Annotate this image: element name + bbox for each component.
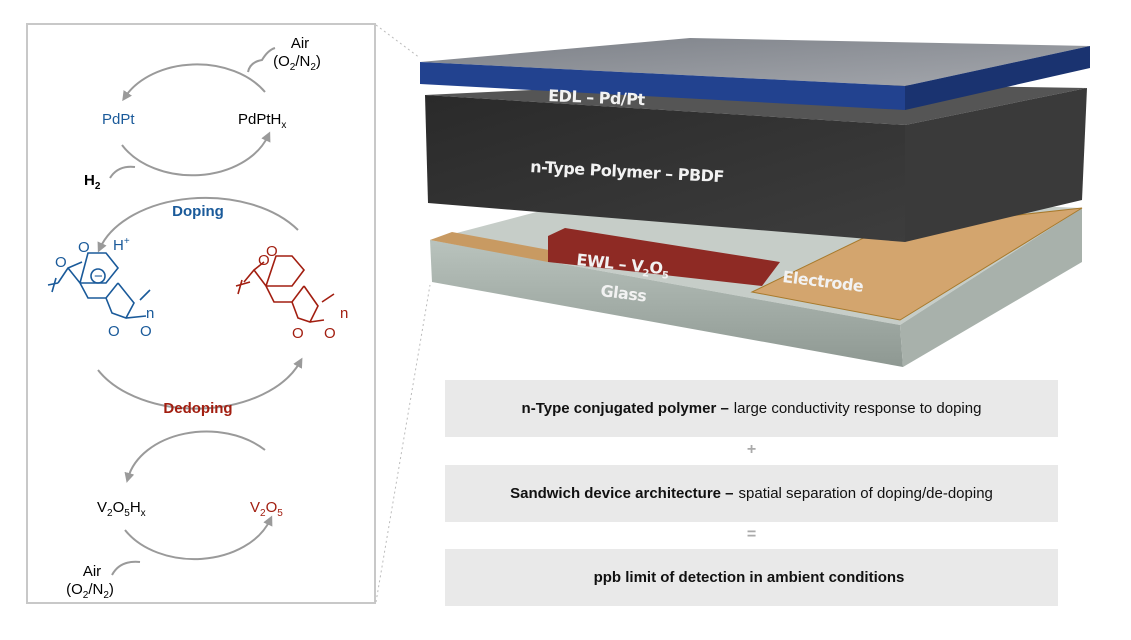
summary-box-3: ppb limit of detection in ambient condit… [445, 549, 1058, 606]
v2o5-label: V2O5 [250, 499, 283, 519]
o-atom: O [55, 254, 67, 271]
o-atom: O [266, 243, 278, 260]
device-illustration: EDL – Pd/Pt n-Type Polymer – PBDF EWL – … [420, 38, 1090, 367]
ewl-layer [548, 228, 780, 286]
o-atom: O [324, 325, 336, 342]
edl-label: EDL – Pd/Pt [548, 86, 646, 109]
polymer-front [425, 95, 905, 242]
doped-pbdf-structure [47, 252, 151, 319]
electrode-left [430, 232, 560, 262]
edl-front [420, 62, 905, 110]
air-label: Air [83, 563, 101, 580]
o-atom: O [78, 239, 90, 256]
summary-bold: Sandwich device architecture – [510, 485, 734, 502]
doping-label: Doping [172, 203, 224, 220]
summary-bold: n-Type conjugated polymer – [521, 400, 729, 417]
air-gas-label: (O2/N2) [66, 581, 114, 601]
edl-side [905, 46, 1090, 110]
dedoping-label: Dedoping [163, 400, 232, 417]
glass-front [430, 240, 903, 367]
h-plus-label: H+ [113, 236, 130, 254]
summary-text: large conductivity response to doping [733, 400, 982, 417]
glass-side [900, 208, 1082, 367]
o-atom: O [108, 323, 120, 340]
pdpt-label: PdPt [102, 111, 135, 128]
neutral-pbdf-structure [235, 255, 335, 323]
polymer-side [905, 88, 1087, 242]
plus-operator: + [746, 441, 757, 458]
air-label: Air [291, 35, 309, 52]
repeat-n: n [146, 305, 154, 322]
equals-operator: = [746, 526, 757, 543]
summary-text: spatial separation of doping/de-doping [738, 485, 993, 502]
h2-label: H2 [84, 172, 101, 192]
v2o5hx-label: V2O5Hx [97, 499, 146, 519]
repeat-n: n [340, 305, 348, 322]
zoom-guide-line [375, 284, 431, 603]
o-atom: O [258, 252, 270, 269]
electrode-right [750, 207, 1083, 321]
air-gas-label: (O2/N2) [273, 53, 321, 73]
edl-top [420, 38, 1090, 86]
summary-box-1: n-Type conjugated polymer –large conduct… [445, 380, 1058, 437]
negative-charge: − [94, 268, 103, 285]
summary-box-2: Sandwich device architecture –spatial se… [445, 465, 1058, 522]
pdpth-label: PdPtHx [238, 111, 286, 131]
o-atom: O [292, 325, 304, 342]
o-atom: O [140, 323, 152, 340]
summary-bold: ppb limit of detection in ambient condit… [593, 569, 905, 586]
mechanism-panel [26, 23, 376, 604]
cycle-arrows [97, 47, 303, 576]
zoom-guide-line [375, 24, 421, 59]
